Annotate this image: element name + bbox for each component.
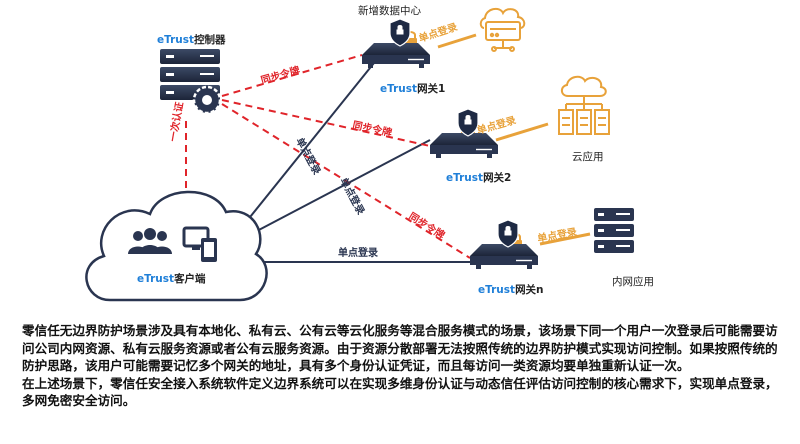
devices-icon — [182, 226, 217, 262]
sync-label-2: 同步令牌 — [351, 118, 393, 139]
description-text: 零信任无边界防护场景涉及具有本地化、私有云、公有云等云化服务等混合服务模式的场景… — [22, 322, 784, 410]
cloud-app-label: 云应用 — [572, 150, 604, 163]
gatewayn-device — [469, 219, 539, 270]
client-cloud-shape — [85, 190, 268, 302]
sso-gateway1-datacenter — [437, 33, 477, 49]
sso-gateway2-cloud — [495, 122, 549, 142]
controller-label: eTrust控制器 — [157, 33, 226, 46]
gateway2-label: eTrust网关2 — [446, 171, 511, 184]
controller-server — [160, 49, 222, 115]
connections-solid — [237, 57, 470, 263]
intranet-app-label: 内网应用 — [612, 275, 654, 288]
link-client-gateway2 — [254, 139, 431, 233]
sso-label-gatewayn: 单点登录 — [338, 246, 378, 259]
cloud-app-icon — [558, 75, 610, 135]
sso-label-2: 单点登录 — [475, 113, 517, 137]
datacenter-label: 新增数据中心 — [358, 4, 421, 17]
datacenter-icon — [479, 7, 526, 52]
connections-dashed — [185, 54, 471, 259]
sync-label-1: 同步令牌 — [259, 63, 301, 87]
client-label: eTrust客户端 — [137, 272, 206, 285]
connections-sso — [437, 33, 591, 246]
description-paragraph-2: 在上述场景下，零信任安全接入系统软件定义边界系统可以在实现多维身份认证与动态信任… — [22, 375, 778, 409]
diagram-canvas: eTrust控制器 eTrust网关1 eTrust网关2 eTrust网关n … — [85, 4, 654, 302]
auth-label: 一次认证 — [166, 101, 186, 143]
users-icon — [128, 228, 172, 254]
sync-controller-gatewayn — [221, 103, 471, 259]
gateway1-label: eTrust网关1 — [380, 82, 445, 95]
gatewayn-label: eTrust网关n — [478, 283, 544, 296]
sync-controller-gateway1 — [221, 54, 363, 97]
description-paragraph-1: 零信任无边界防护场景涉及具有本地化、私有云、公有云等云化服务等混合服务模式的场景… — [22, 323, 778, 373]
link-client-gateway1 — [237, 57, 379, 233]
intranet-server-icon — [594, 208, 634, 253]
sso-gatewayn-intranet — [539, 232, 591, 246]
sync-label-3: 同步令牌 — [406, 210, 447, 242]
